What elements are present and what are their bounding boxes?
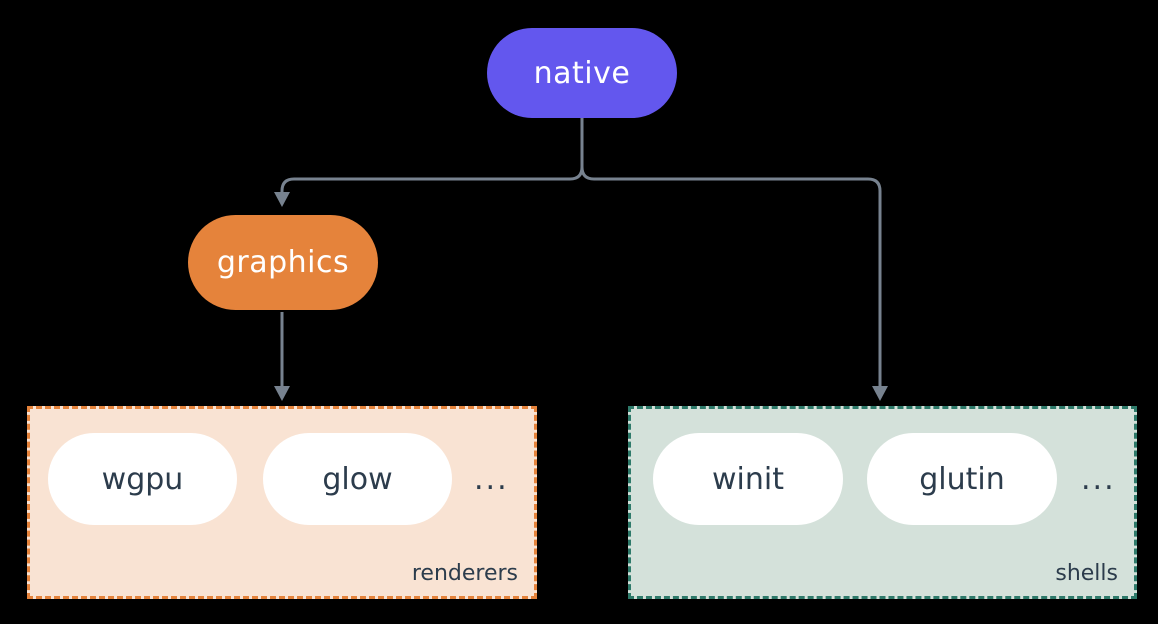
arrowhead-shells-icon [872,386,888,401]
group-renderers: wgpu glow ... renderers [27,406,537,599]
node-native: native [487,28,677,118]
node-glow-label: glow [322,461,393,497]
edge-native-graphics [280,118,584,193]
group-renderers-label: renderers [411,561,518,586]
shells-ellipsis: ... [1081,461,1116,497]
arrowhead-graphics-icon [274,192,290,207]
node-wgpu: wgpu [48,433,237,525]
node-glutin: glutin [867,433,1057,525]
node-graphics: graphics [188,215,378,310]
node-graphics-label: graphics [216,245,350,280]
node-glow: glow [263,433,452,525]
node-glutin-label: glutin [919,461,1005,497]
node-winit-label: winit [712,461,784,497]
arrowhead-renderers-icon [274,386,290,401]
node-native-label: native [533,55,631,91]
node-winit: winit [653,433,843,525]
group-shells-label: shells [1055,561,1118,586]
node-wgpu-label: wgpu [101,461,184,497]
edge-native-shells [580,166,882,387]
renderers-ellipsis: ... [474,461,509,497]
group-shells: winit glutin ... shells [628,406,1137,599]
